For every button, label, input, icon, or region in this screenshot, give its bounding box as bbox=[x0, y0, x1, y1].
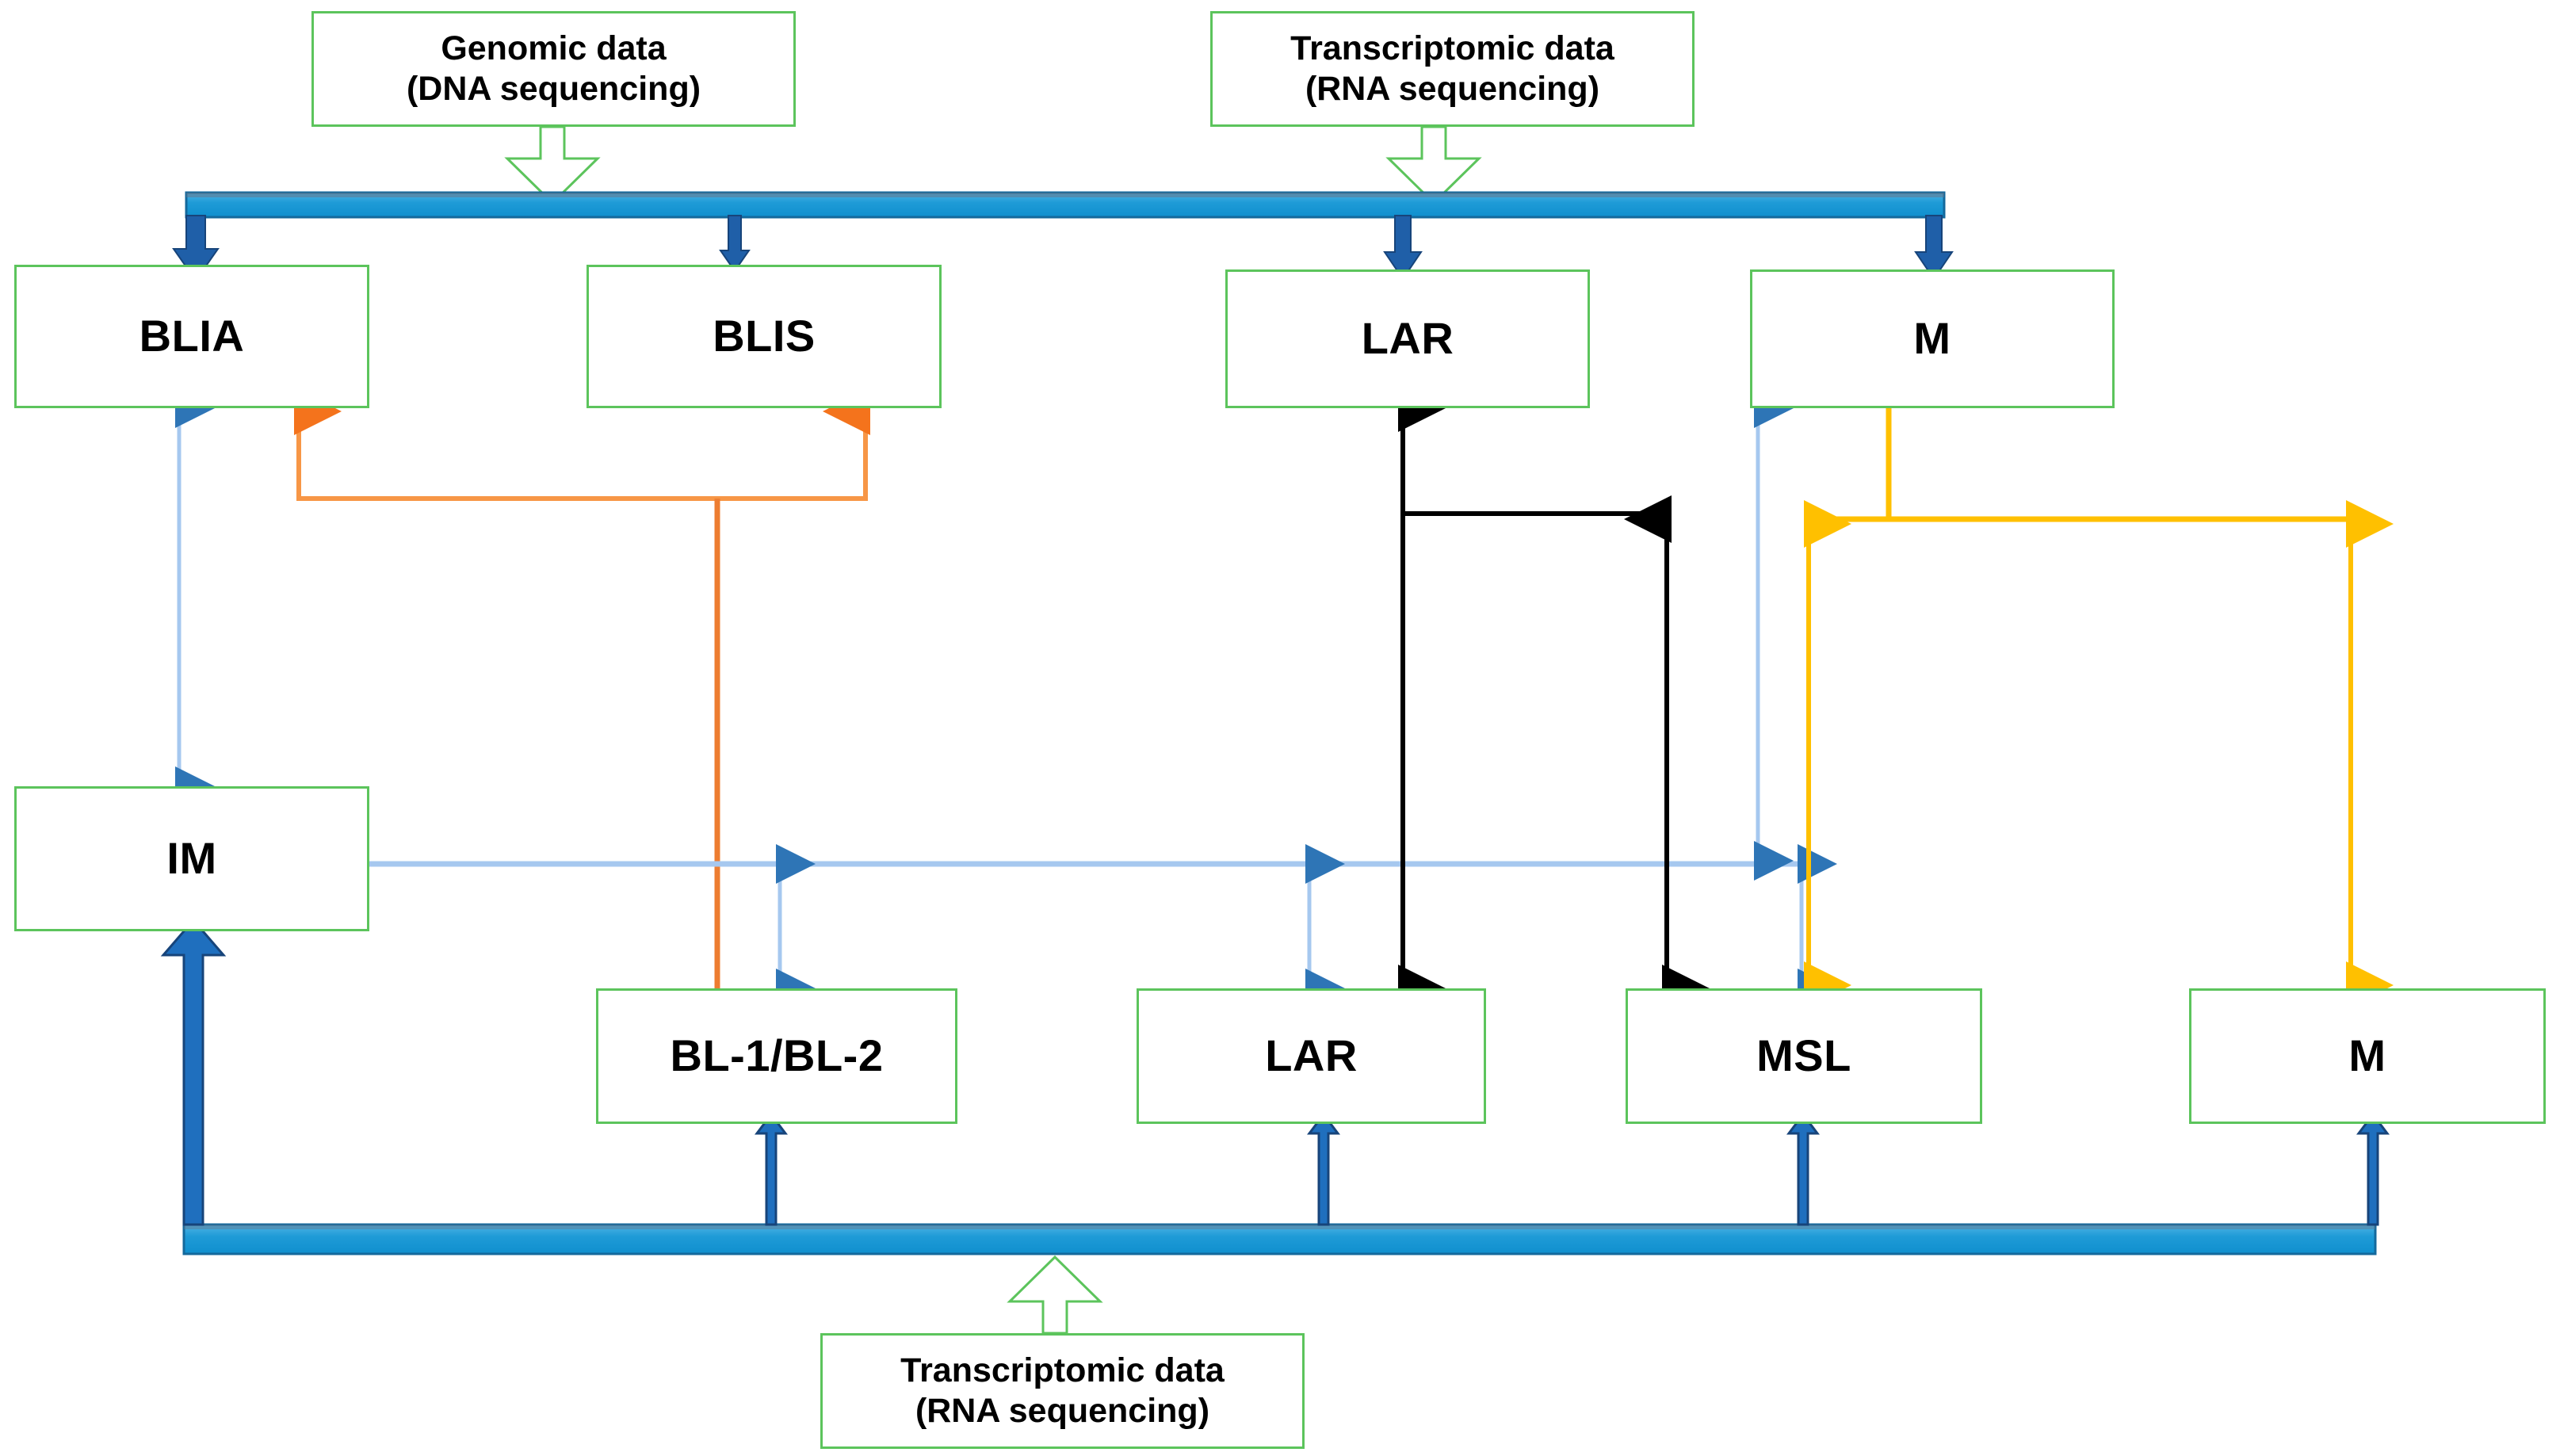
bus-drop-arrows-top bbox=[172, 215, 1954, 282]
subtype-box-lar-bottom: LAR bbox=[1137, 988, 1486, 1124]
data-source-transcriptomic-top-line1: Transcriptomic data bbox=[1290, 29, 1614, 68]
subtype-box-lar-top: LAR bbox=[1225, 269, 1590, 408]
data-source-transcriptomic-top-line2: (RNA sequencing) bbox=[1305, 70, 1600, 108]
bottom-data-bus bbox=[182, 1223, 2377, 1255]
subtype-label-msl: MSL bbox=[1756, 1030, 1851, 1081]
subtype-label-m-top: M bbox=[1913, 313, 1951, 364]
connector-lar-msl bbox=[1403, 495, 1710, 1012]
data-source-genomic-line2: (DNA sequencing) bbox=[406, 70, 701, 108]
data-source-genomic-line1: Genomic data bbox=[441, 29, 667, 68]
data-source-genomic: Genomic data (DNA sequencing) bbox=[311, 11, 796, 127]
bus-riser-arrows-bottom bbox=[160, 918, 2390, 1226]
subtype-box-im: IM bbox=[14, 786, 369, 931]
subtype-label-lar-bottom: LAR bbox=[1265, 1030, 1358, 1081]
subtype-box-blis: BLIS bbox=[587, 265, 942, 408]
subtype-label-m-bottom: M bbox=[2348, 1030, 2386, 1081]
subtype-box-msl: MSL bbox=[1626, 988, 1982, 1124]
data-source-transcriptomic-bottom-line2: (RNA sequencing) bbox=[915, 1392, 1210, 1430]
subtype-label-blis: BLIS bbox=[713, 311, 816, 361]
subtype-label-im: IM bbox=[166, 833, 217, 884]
data-source-transcriptomic-top: Transcriptomic data (RNA sequencing) bbox=[1210, 11, 1695, 127]
data-source-transcriptomic-bottom: Transcriptomic data (RNA sequencing) bbox=[820, 1333, 1305, 1449]
transcriptomic-top-block-arrow bbox=[1385, 125, 1482, 205]
connector-im-spine bbox=[369, 844, 1837, 1008]
subtype-label-blia: BLIA bbox=[139, 311, 245, 361]
connector-m-msl-m bbox=[1804, 408, 2394, 1009]
subtype-label-bl1-bl2: BL-1/BL-2 bbox=[670, 1030, 884, 1081]
transcriptomic-bottom-block-arrow bbox=[1007, 1255, 1103, 1335]
top-data-bus bbox=[185, 191, 1946, 219]
subtype-box-m-bottom: M bbox=[2189, 988, 2546, 1124]
subtype-box-bl1-bl2: BL-1/BL-2 bbox=[596, 988, 957, 1124]
subtype-label-lar-top: LAR bbox=[1361, 313, 1454, 364]
data-source-transcriptomic-bottom-line1: Transcriptomic data bbox=[900, 1351, 1225, 1390]
genomic-block-arrow bbox=[504, 125, 601, 205]
subtype-box-m-top: M bbox=[1750, 269, 2115, 408]
subtype-box-blia: BLIA bbox=[14, 265, 369, 408]
connector-blia-blis bbox=[294, 388, 870, 501]
